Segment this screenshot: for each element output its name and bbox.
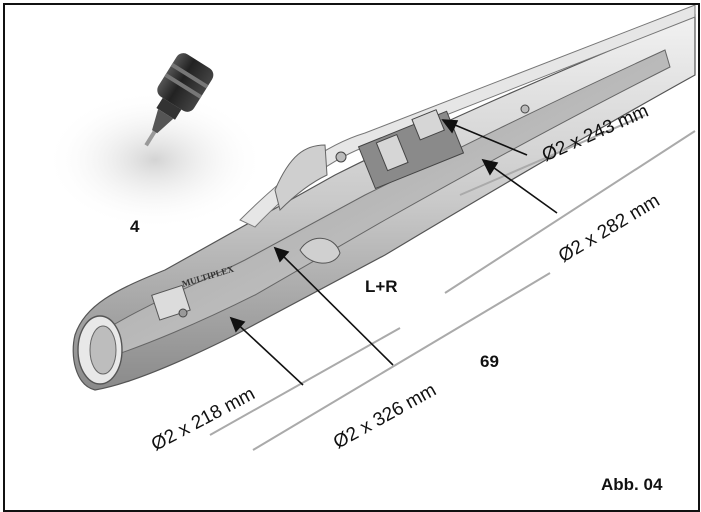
fuselage-body <box>72 5 696 391</box>
figure-caption: Abb. 04 <box>601 475 663 494</box>
leader-lines <box>229 119 558 386</box>
glue-bottle-icon <box>144 53 214 147</box>
figure-frame: MULTIPLEX 4 L+R 69 Ø2 x 243 mm Ø2 x 282 … <box>3 3 700 512</box>
carbon-rods <box>209 114 696 451</box>
fuselage-illustration: MULTIPLEX <box>45 5 696 451</box>
part-number: 69 <box>480 352 499 371</box>
step-number: 4 <box>130 217 140 236</box>
side-label: L+R <box>365 277 398 296</box>
